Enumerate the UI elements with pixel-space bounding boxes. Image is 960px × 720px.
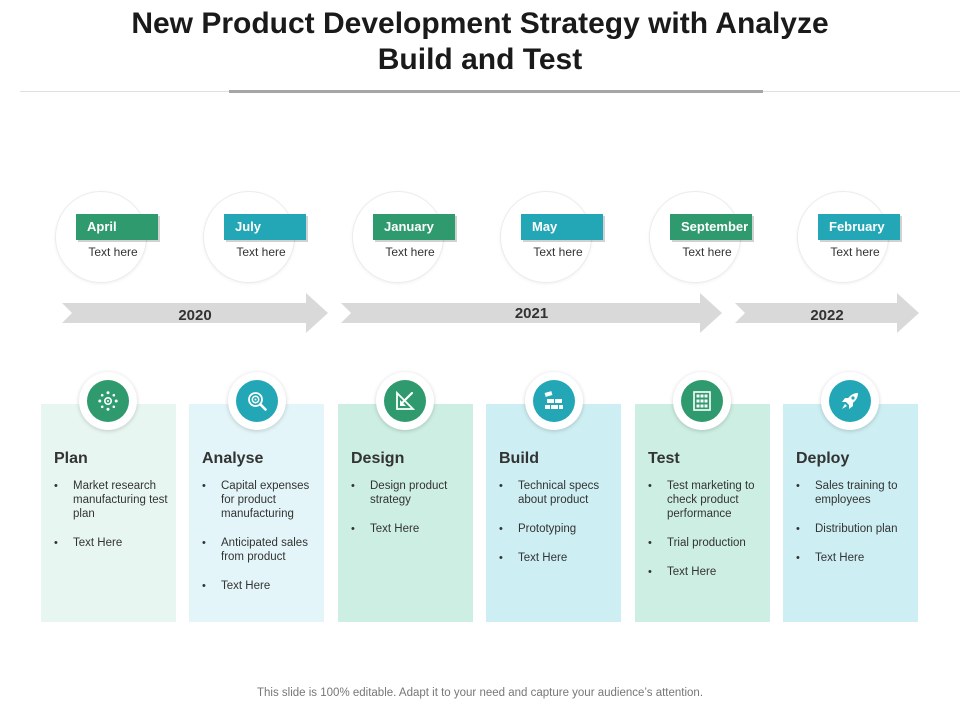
target-magnifier-icon (236, 380, 278, 422)
title-line-2: Build and Test (377, 43, 583, 76)
card-bullet: Sales training to employees (796, 479, 914, 507)
card-bullet: Text Here (499, 551, 617, 565)
card-bullet: Capital expenses for product manufacturi… (202, 479, 320, 521)
phase-card-design: Design Design product strategy Text Here (338, 404, 473, 622)
card-bullet-list: Sales training to employees Distribution… (796, 479, 914, 580)
phase-card-analyse: Analyse Capital expenses for product man… (189, 404, 324, 622)
milestone-1: April Text here (55, 191, 158, 283)
card-bullet: Anticipated sales from product (202, 536, 320, 564)
milestone-text: Text here (682, 245, 732, 259)
card-title: Build (499, 450, 539, 467)
year-arrow-2022: 2022 (735, 293, 919, 333)
year-label: 2022 (810, 307, 844, 324)
phase-card-plan: Plan Market research manufacturing test … (41, 404, 176, 622)
design-icon-ring (376, 372, 434, 430)
milestone-6: February Text here (797, 191, 900, 283)
milestone-month-tag: February (818, 214, 900, 240)
card-bullet-list: Market research manufacturing test plan … (54, 479, 172, 565)
card-bullet-list: Capital expenses for product manufacturi… (202, 479, 320, 608)
milestone-text: Text here (236, 245, 286, 259)
test-icon-ring (673, 372, 731, 430)
brick-build-icon (533, 380, 575, 422)
year-label: 2021 (514, 305, 549, 322)
card-bullet: Design product strategy (351, 479, 469, 507)
year-arrow-2020: 2020 (62, 293, 328, 333)
card-bullet: Distribution plan (796, 522, 914, 536)
card-bullet: Technical specs about product (499, 479, 617, 507)
milestone-month-tag: January (373, 214, 455, 240)
milestone-4: May Text here (500, 191, 603, 283)
milestone-5: September Text here (649, 191, 752, 283)
title-underline (229, 90, 763, 93)
design-tools-icon (384, 380, 426, 422)
milestone-3: January Text here (352, 191, 455, 283)
milestone-month-tag: July (224, 214, 306, 240)
title-line-1: New Product Development Strategy with An… (131, 7, 829, 40)
card-bullet: Prototyping (499, 522, 617, 536)
milestone-month-tag: September (670, 214, 752, 240)
card-bullet-list: Test marketing to check product performa… (648, 479, 766, 594)
arrow-shape (735, 293, 919, 333)
milestone-text: Text here (533, 245, 583, 259)
milestone-month-tag: May (521, 214, 603, 240)
milestone-2: July Text here (203, 191, 306, 283)
card-bullet: Text Here (202, 579, 320, 593)
checklist-grid-icon (681, 380, 723, 422)
arrow-shape (62, 293, 328, 333)
phase-card-deploy: Deploy Sales training to employees Distr… (783, 404, 918, 622)
card-title: Design (351, 450, 405, 467)
card-bullet: Text Here (351, 522, 469, 536)
year-label: 2020 (178, 307, 212, 324)
card-bullet-list: Technical specs about product Prototypin… (499, 479, 617, 580)
analyse-icon-ring (228, 372, 286, 430)
rocket-icon (829, 380, 871, 422)
year-arrow-2021: 2021 (341, 293, 722, 333)
deploy-icon-ring (821, 372, 879, 430)
card-bullet: Market research manufacturing test plan (54, 479, 172, 521)
footer-note: This slide is 100% editable. Adapt it to… (256, 687, 704, 699)
card-title: Analyse (202, 450, 264, 467)
milestone-text: Text here (88, 245, 138, 259)
card-bullet: Text Here (796, 551, 914, 565)
card-title: Test (648, 450, 680, 467)
build-icon-ring (525, 372, 583, 430)
card-title: Deploy (796, 450, 850, 467)
card-bullet-list: Design product strategy Text Here (351, 479, 469, 551)
phase-card-build: Build Technical specs about product Prot… (486, 404, 621, 622)
milestone-text: Text here (830, 245, 880, 259)
card-bullet: Trial production (648, 536, 766, 550)
network-gear-icon (87, 380, 129, 422)
phase-card-test: Test Test marketing to check product per… (635, 404, 770, 622)
page-title: New Product Development Strategy with An… (0, 6, 960, 78)
milestone-text: Text here (385, 245, 435, 259)
milestone-month-tag: April (76, 214, 158, 240)
arrow-shape (341, 293, 722, 333)
card-bullet: Text Here (54, 536, 172, 550)
card-bullet: Text Here (648, 565, 766, 579)
card-title: Plan (54, 450, 88, 467)
card-bullet: Test marketing to check product performa… (648, 479, 766, 521)
plan-icon-ring (79, 372, 137, 430)
